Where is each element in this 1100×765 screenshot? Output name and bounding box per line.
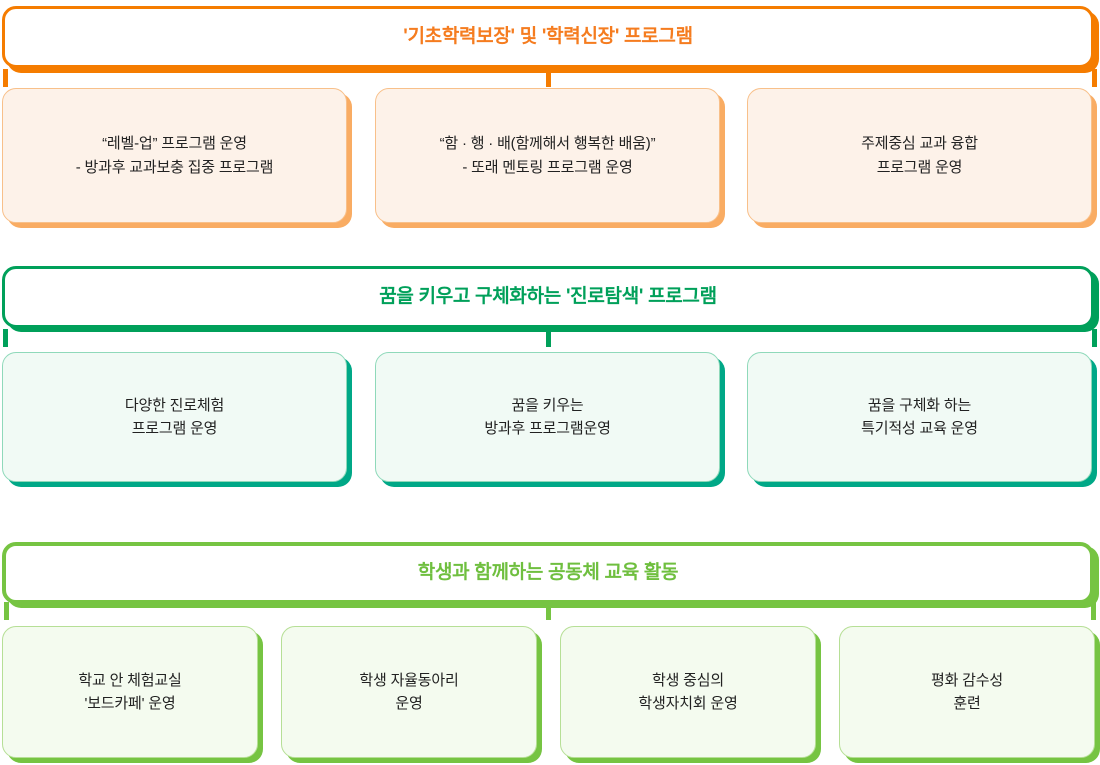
program-card-text: 평화 감수성 훈련: [931, 671, 1003, 712]
banner-title: '기초학력보장' 및 '학력신장' 프로그램: [403, 25, 693, 47]
program-card-text: 학교 안 체험교실 '보드카페' 운영: [78, 671, 182, 712]
program-card-text: 학생 자율동아리 운영: [359, 671, 459, 712]
banner-title: 학생과 함께하는 공동체 교육 활동: [417, 561, 679, 583]
section-banner-basic-academic-ability: '기초학력보장' 및 '학력신장' 프로그램: [2, 6, 1097, 87]
program-card[interactable]: 꿈을 키우는 방과후 프로그램운영: [375, 352, 720, 482]
program-card[interactable]: 학생 중심의 학생자치회 운영: [560, 626, 816, 758]
connector-stub-right: [1092, 69, 1097, 87]
section-banner-career-exploration: 꿈을 키우고 구체화하는 '진로탐색' 프로그램: [2, 266, 1097, 347]
program-card-text: 학생 중심의 학생자치회 운영: [638, 671, 738, 712]
program-card-text: “함 · 행 · 배(함께해서 행복한 배움)” - 또래 멘토링 프로그램 운…: [439, 135, 656, 176]
card-row-career-exploration: 다양한 진로체험 프로그램 운영 꿈을 키우는 방과후 프로그램운영 꿈을 구체…: [0, 352, 1100, 482]
program-card[interactable]: 평화 감수성 훈련: [839, 626, 1095, 758]
program-card-text: 다양한 진로체험 프로그램 운영: [124, 396, 225, 437]
program-card[interactable]: 학교 안 체험교실 '보드카페' 운영: [2, 626, 258, 758]
program-card[interactable]: 꿈을 구체화 하는 특기적성 교육 운영: [747, 352, 1092, 482]
section-career-exploration: 꿈을 키우고 구체화하는 '진로탐색' 프로그램 다양한 진로체험 프로그램 운…: [0, 266, 1100, 482]
section-community-education: 학생과 함께하는 공동체 교육 활동 학교 안 체험교실 '보드카페' 운영 학…: [0, 542, 1100, 758]
connector-stub-right: [1091, 602, 1096, 620]
card-row-basic-academic-ability: “레벨-업” 프로그램 운영 - 방과후 교과보충 집중 프로그램 “함 · 행…: [0, 88, 1100, 223]
connector-stub-left: [4, 602, 9, 620]
card-row-community-education: 학교 안 체험교실 '보드카페' 운영 학생 자율동아리 운영 학생 중심의 학…: [0, 626, 1100, 758]
program-card-text: 주제중심 교과 융합 프로그램 운영: [861, 135, 978, 176]
connector-stub-center: [546, 602, 551, 620]
program-card-text: 꿈을 구체화 하는 특기적성 교육 운영: [861, 396, 978, 437]
connector-stub-right: [1092, 329, 1097, 347]
program-card[interactable]: “레벨-업” 프로그램 운영 - 방과후 교과보충 집중 프로그램: [2, 88, 347, 223]
connector-stub-center: [546, 329, 551, 347]
program-card-text: “레벨-업” 프로그램 운영 - 방과후 교과보충 집중 프로그램: [75, 135, 274, 176]
program-card[interactable]: “함 · 행 · 배(함께해서 행복한 배움)” - 또래 멘토링 프로그램 운…: [375, 88, 720, 223]
program-card[interactable]: 학생 자율동아리 운영: [281, 626, 537, 758]
program-card[interactable]: 주제중심 교과 융합 프로그램 운영: [747, 88, 1092, 223]
section-banner-community-education: 학생과 함께하는 공동체 교육 활동: [2, 542, 1096, 620]
program-card[interactable]: 다양한 진로체험 프로그램 운영: [2, 352, 347, 482]
banner-title: 꿈을 키우고 구체화하는 '진로탐색' 프로그램: [379, 285, 717, 307]
program-card-text: 꿈을 키우는 방과후 프로그램운영: [484, 396, 611, 437]
connector-stub-left: [3, 69, 8, 87]
connector-stub-center: [546, 69, 551, 87]
connector-stub-left: [3, 329, 8, 347]
section-basic-academic-ability: '기초학력보장' 및 '학력신장' 프로그램 “레벨-업” 프로그램 운영 - …: [0, 6, 1100, 223]
